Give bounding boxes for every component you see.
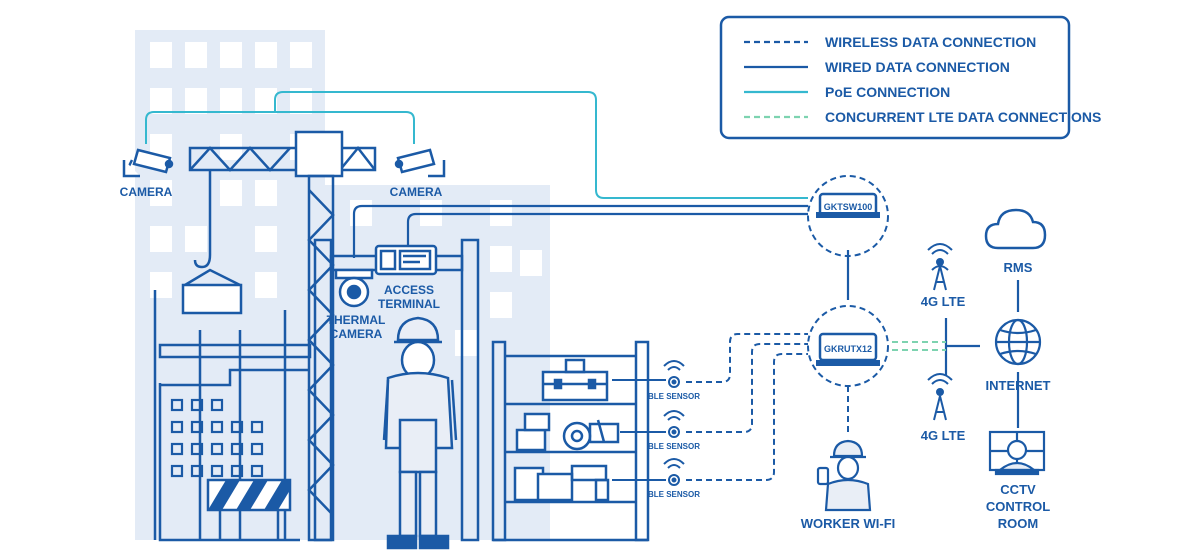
legend-wired-label: WIRED DATA CONNECTION	[825, 59, 1010, 75]
cctv-label-line1: CCTV	[1000, 482, 1036, 497]
wireless-connections	[686, 175, 889, 481]
router-gkrutx12-icon	[816, 332, 880, 366]
labels: CAMERA CAMERA THERMAL CAMERA ACCESS TERM…	[120, 185, 1051, 531]
worker-wifi-icon	[816, 439, 872, 512]
ble-sensor-icon	[612, 458, 685, 486]
thermal-camera-icon	[334, 268, 374, 308]
wired-connections	[352, 204, 1020, 428]
cctv-label-line3: ROOM	[998, 516, 1038, 531]
building-windows	[170, 398, 264, 478]
ble-sensor-icon	[612, 360, 685, 388]
access-terminal-label-line2: TERMINAL	[378, 297, 440, 311]
legend-poe-label: PoE CONNECTION	[825, 84, 950, 100]
legend: WIRELESS DATA CONNECTION WIRED DATA CONN…	[719, 15, 1101, 140]
globe-internet-icon	[994, 318, 1042, 366]
background-buildings	[135, 30, 550, 540]
tool-shelf	[491, 340, 650, 542]
lte-tower-icon	[927, 243, 953, 291]
access-terminal-label-line1: ACCESS	[384, 283, 434, 297]
cctv-control-room-icon	[988, 430, 1046, 476]
switch-gktsw100-icon	[816, 192, 880, 218]
construction-worker	[382, 316, 458, 550]
switch-label: GKTSW100	[824, 202, 873, 212]
thermal-camera-label-line2: CAMERA	[330, 327, 383, 341]
worker-wifi-label: WORKER WI-FI	[801, 516, 896, 531]
internet-label: INTERNET	[986, 378, 1051, 393]
lte-connections	[892, 341, 946, 351]
thermal-camera-label-line1: THERMAL	[327, 313, 386, 327]
access-terminal-icon	[374, 244, 438, 276]
rms-label: RMS	[1004, 260, 1033, 275]
camera-left-label: CAMERA	[120, 185, 173, 199]
camera-right-icon	[394, 148, 446, 178]
router-label: GKRUTX12	[824, 344, 872, 354]
ble-sensor-icon	[620, 410, 685, 438]
camera-right-label: CAMERA	[390, 185, 443, 199]
legend-wireless-label: WIRELESS DATA CONNECTION	[825, 34, 1036, 50]
lte-bottom-label: 4G LTE	[921, 428, 966, 443]
cloud-rms-icon	[984, 208, 1047, 250]
ble-sensor-label: BLE SENSOR	[648, 442, 700, 451]
ble-sensor-label: BLE SENSOR	[648, 392, 700, 401]
construction-barrier	[206, 478, 292, 540]
cctv-label-line2: CONTROL	[986, 499, 1050, 514]
lte-top-label: 4G LTE	[921, 294, 966, 309]
legend-lte-label: CONCURRENT LTE DATA CONNECTIONS	[825, 109, 1101, 125]
ble-sensor-label: BLE SENSOR	[648, 490, 700, 499]
lte-tower-icon	[927, 373, 953, 421]
poe-connections	[145, 91, 808, 199]
camera-left-icon	[122, 148, 174, 178]
